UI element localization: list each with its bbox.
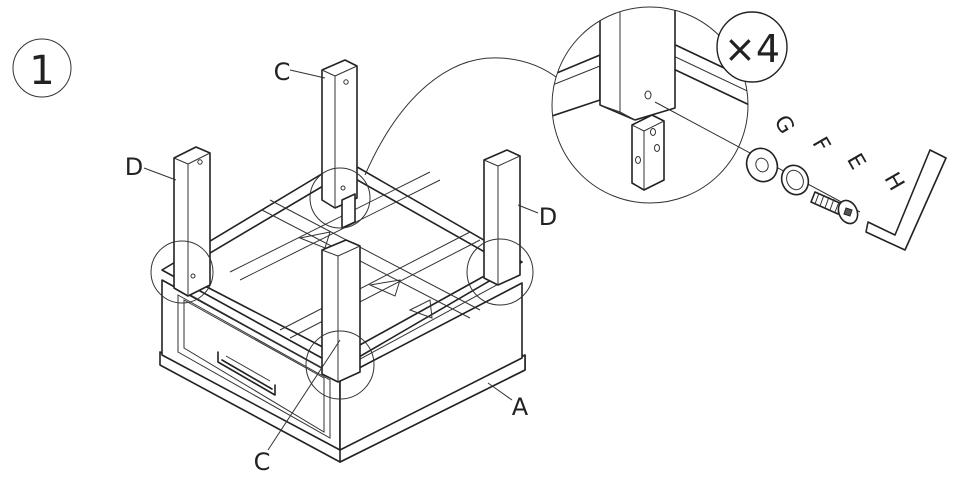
label-e: E (841, 149, 870, 174)
label-h: H (879, 168, 909, 195)
drawer-handle (217, 351, 276, 396)
label-c-bottom: C (254, 448, 271, 476)
quantity-text: ×4 (724, 27, 780, 71)
step-number: 1 (29, 48, 54, 94)
leg-d-left (173, 146, 211, 297)
leg-d-right (483, 149, 521, 286)
step-number-badge: 1 (12, 38, 72, 98)
label-a: A (512, 393, 529, 421)
label-f: F (807, 133, 835, 156)
detail-connector-line (364, 57, 561, 176)
leg-c-back (321, 59, 358, 229)
spring-washer-f (780, 164, 810, 196)
label-d-right: D (539, 203, 557, 231)
bolt-e (810, 191, 859, 225)
label-d-left: D (125, 153, 143, 181)
label-c-top: C (274, 58, 291, 86)
washer-g (745, 147, 779, 183)
label-g: G (769, 111, 799, 138)
allen-key-h (865, 149, 947, 251)
quantity-badge: ×4 (716, 11, 788, 83)
leg-c-front (321, 239, 361, 383)
detail-circles (150, 167, 534, 400)
